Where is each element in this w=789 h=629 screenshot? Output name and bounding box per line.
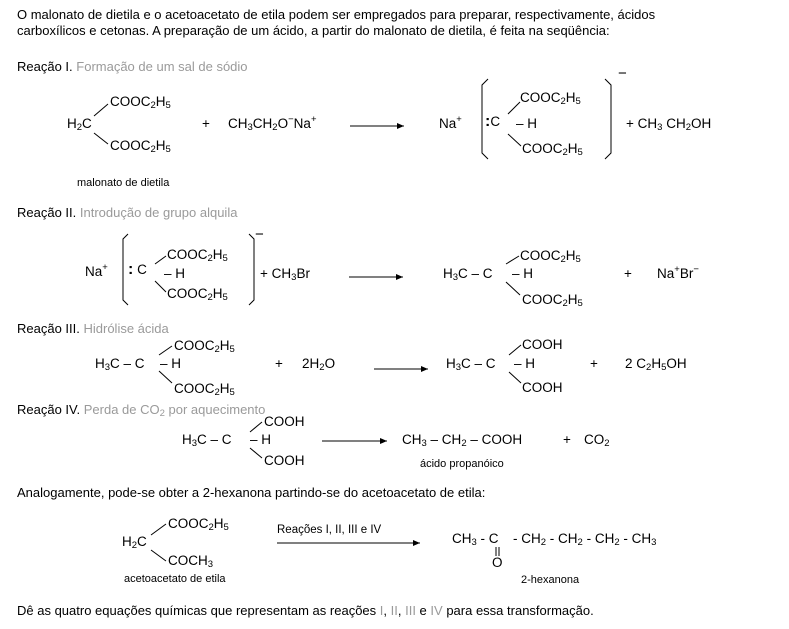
r2-bracket-left (122, 233, 129, 306)
r2-product-cooc2h5-bottom: COOC2H5 (522, 292, 583, 309)
r3-product-bond-top (508, 344, 522, 356)
r2-h3c-c: H3C – C (443, 266, 493, 283)
r4-propanoic: CH3 – CH2 – COOH (402, 432, 523, 449)
r1-bond-bottom (93, 132, 109, 145)
analog-bond-bottom (150, 549, 167, 562)
reaction-4-heading: Reação IV. Perda de CO2 por aquecimento (17, 402, 266, 419)
r2-cooc2h5-top: COOC2H5 (167, 247, 228, 264)
r3-product-h: – H (514, 356, 536, 371)
r3-product-cooh-top: COOH (522, 337, 563, 352)
r2-bracket-right (248, 233, 255, 306)
analog-caption-acetoacetato: acetoacetato de etila (124, 573, 226, 585)
r1-ethanol: + CH3 CH2OH (626, 116, 712, 133)
r4-h: – H (250, 432, 272, 447)
r1-product-cooc2h5-bottom: COOC2H5 (522, 141, 583, 158)
r2-anion-charge: − (255, 226, 264, 243)
r3-plus-1: + (275, 356, 283, 371)
r1-caption-malonato: malonato de dietila (77, 177, 170, 189)
r2-carbanion-c: : C (128, 261, 147, 278)
analog-caption-hexanona: 2-hexanona (521, 574, 580, 586)
r3-product-cooh-bottom: COOH (522, 380, 563, 395)
r1-product-h: – H (516, 116, 538, 131)
r2-bond-top (154, 255, 167, 265)
r4-cooh-top: COOH (264, 414, 305, 429)
analog-ch3-c: CH3 - C (452, 531, 499, 548)
r4-bond-bottom (249, 447, 263, 459)
r3-cooc2h5-bottom: COOC2H5 (174, 381, 235, 398)
r1-cooc2h5-top: COOC2H5 (110, 94, 171, 111)
r1-product-bond-top (507, 101, 521, 115)
reaction-3-heading: Reação III. Hidrólise ácida (17, 321, 169, 336)
r1-bond-top (93, 103, 109, 117)
r2-h: – H (164, 266, 186, 281)
r4-co2: CO2 (584, 432, 610, 449)
r1-h2c: H2C (67, 116, 92, 133)
analog-oxygen: O (492, 555, 503, 570)
r1-product-bond-bottom (507, 133, 522, 147)
r3-ethanol: 2 C2H5OH (625, 356, 687, 373)
r3-plus-2: + (590, 356, 598, 371)
r3-product-h3c-c: H3C – C (446, 356, 496, 373)
analog-bond-top (150, 523, 167, 536)
r1-cooc2h5-bottom: COOC2H5 (110, 138, 171, 155)
r3-cooc2h5-top: COOC2H5 (174, 338, 235, 355)
analog-h2c: H2C (122, 534, 147, 551)
reaction-1-heading: Reação I. Formação de um sal de sódio (17, 59, 248, 74)
intro-line-1: O malonato de dietila e o acetoacetato d… (17, 7, 656, 22)
r3-h: – H (160, 356, 182, 371)
r1-ethoxide: CH3CH2O−Na+ (228, 114, 317, 133)
r2-na: Na+ (85, 262, 108, 279)
question-text: Dê as quatro equações químicas que repre… (17, 603, 594, 618)
r2-nabr: Na+Br− (657, 264, 699, 281)
r2-product-cooc2h5-top: COOC2H5 (520, 248, 581, 265)
r4-plus: + (563, 432, 571, 447)
intro-line-2: carboxílicos e cetonas. A preparação de … (17, 23, 610, 38)
r4-bond-top (249, 421, 263, 433)
r1-bracket-left (481, 78, 489, 160)
r2-product-bond-bottom (505, 281, 521, 296)
reaction-2-heading: Reação II. Introdução de grupo alquila (17, 205, 238, 220)
r4-h3c-c: H3C – C (182, 432, 232, 449)
analog-coch3: COCH3 (168, 553, 214, 570)
r3-bond-top (158, 345, 173, 356)
r2-product-bond-top (505, 255, 520, 265)
analog-text: Analogamente, pode-se obter a 2-hexanona… (17, 485, 486, 500)
r1-product-na: Na+ (439, 114, 462, 131)
r1-carbanion-c: :C (485, 113, 501, 130)
r1-bracket-right (604, 78, 612, 160)
r3-h3c-c: H3C – C (95, 356, 145, 373)
r3-water: 2H2O (302, 356, 336, 373)
r1-product-cooc2h5-top: COOC2H5 (520, 90, 581, 107)
r1-anion-charge: − (618, 65, 627, 82)
r2-ch3br: + CH3Br (260, 266, 310, 283)
r3-product-bond-bottom (508, 371, 522, 384)
analog-chain: - CH2 - CH2 - CH2 - CH3 (513, 531, 657, 548)
r1-plus-1: + (202, 116, 210, 131)
r3-bond-bottom (158, 370, 173, 384)
r4-caption-propanoic: ácido propanóico (420, 458, 504, 470)
r2-plus: + (624, 266, 632, 281)
r4-cooh-bottom: COOH (264, 453, 305, 468)
analog-arrow-label: Reações I, II, III e IV (277, 524, 382, 536)
r2-bond-bottom (154, 280, 167, 293)
r2-product-h: – H (512, 266, 534, 281)
r2-cooc2h5-bottom: COOC2H5 (167, 286, 228, 303)
analog-cooc2h5: COOC2H5 (168, 516, 229, 533)
